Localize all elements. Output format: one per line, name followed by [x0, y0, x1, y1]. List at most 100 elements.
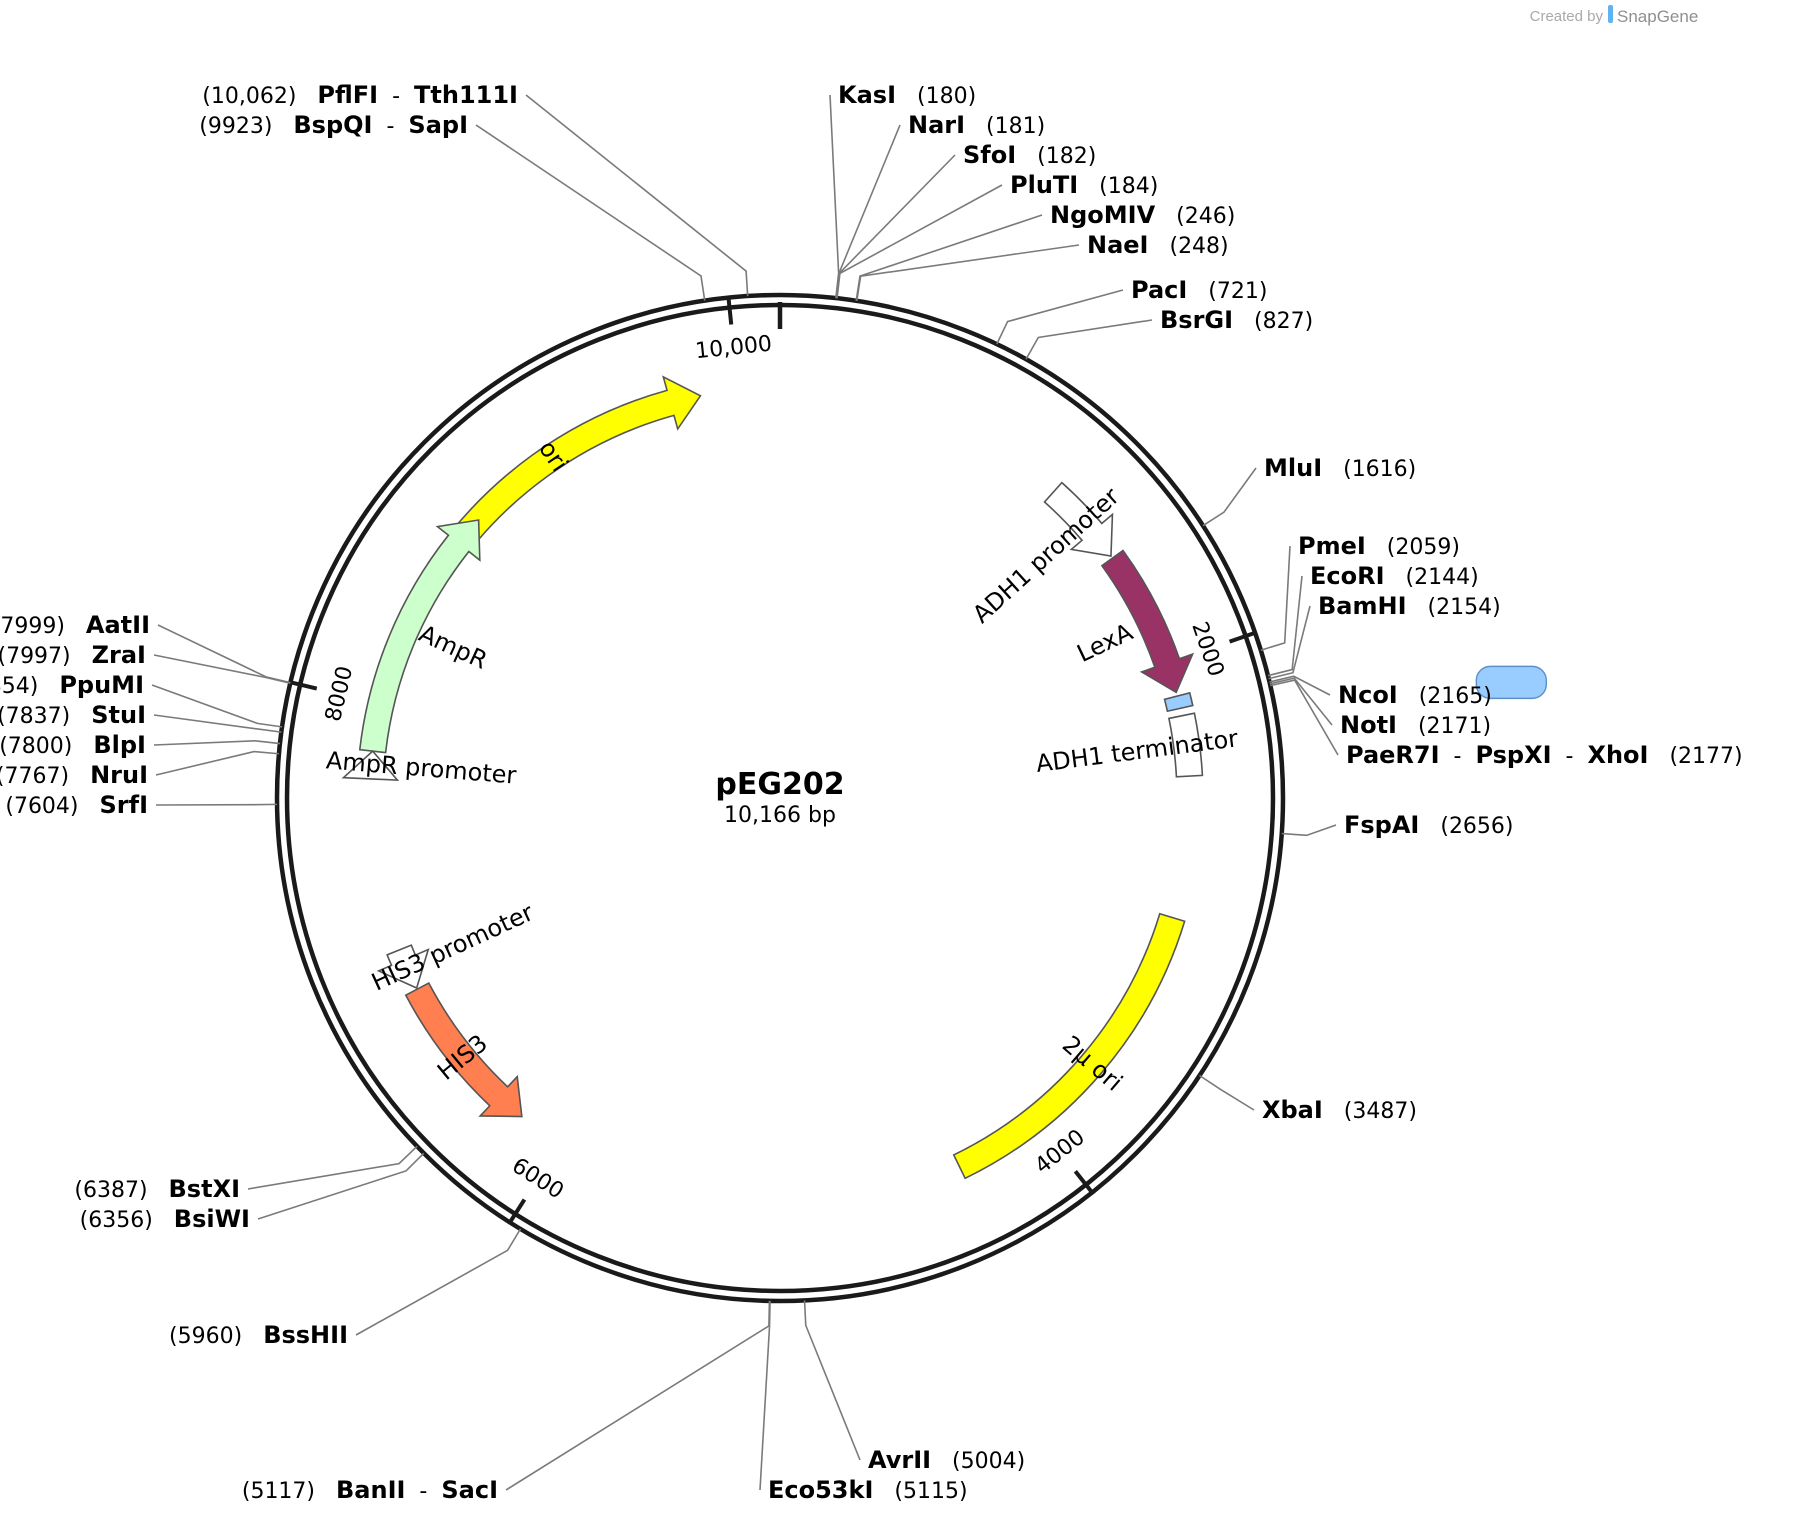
- site-label[interactable]: PacI (721): [1131, 276, 1267, 304]
- site-label[interactable]: NcoI (2165): [1338, 681, 1492, 709]
- site-leader-line: [836, 184, 1003, 299]
- site-label[interactable]: (7604) SrfI: [5, 791, 148, 819]
- site-zrai[interactable]: (7997) ZraI: [0, 641, 146, 669]
- site-bsshii[interactable]: (5960) BssHII: [169, 1321, 348, 1349]
- site-banii-saci[interactable]: (5117) BanII - SacI: [242, 1476, 498, 1504]
- ampr-promoter-label: AmpR promoter: [325, 746, 517, 789]
- feature-mcs: MCS: [1163, 665, 1548, 713]
- site-mlui[interactable]: MluI (1616): [1264, 454, 1416, 482]
- site-enzyme-name: NarI: [908, 111, 965, 139]
- site-label[interactable]: FspAI (2656): [1344, 811, 1514, 839]
- site-bsrgi[interactable]: BsrGI (827): [1160, 306, 1313, 334]
- site-leader-line: [829, 94, 840, 299]
- site-position: (2165): [1398, 684, 1492, 709]
- site-ecori[interactable]: EcoRI (2144): [1310, 562, 1479, 590]
- site-paer7i-pspxi-xhoi[interactable]: PaeR7I - PspXI - XhoI (2177): [1346, 741, 1743, 769]
- site-label[interactable]: NaeI (248): [1087, 231, 1229, 259]
- site-pflfi-tth111i[interactable]: (10,062) PflFI - Tth111I: [202, 81, 518, 109]
- site-eco53ki[interactable]: Eco53kI (5115): [768, 1476, 968, 1504]
- site-label[interactable]: EcoRI (2144): [1310, 562, 1479, 590]
- site-avrii[interactable]: AvrII (5004): [868, 1446, 1025, 1474]
- site-fspai[interactable]: FspAI (2656): [1344, 811, 1514, 839]
- site-enzyme-name: StuI: [91, 701, 146, 729]
- site-label[interactable]: (7767) NruI: [0, 761, 148, 789]
- site-label[interactable]: BamHI (2154): [1318, 592, 1501, 620]
- site-label[interactable]: (7999) AatII: [0, 611, 150, 639]
- site-label[interactable]: (7800) BlpI: [0, 731, 146, 759]
- site-aatii[interactable]: (7999) AatII: [0, 611, 150, 639]
- site-label[interactable]: SfoI (182): [963, 141, 1096, 169]
- feature-adh1-promoter: ADH1 promoter: [967, 481, 1125, 629]
- site-label[interactable]: (5117) BanII - SacI: [242, 1476, 498, 1504]
- site-label[interactable]: (7997) ZraI: [0, 641, 146, 669]
- site-paci[interactable]: PacI (721): [1131, 276, 1267, 304]
- site-label[interactable]: (7854) PpuMI: [0, 671, 144, 699]
- site-nari[interactable]: NarI (181): [908, 111, 1045, 139]
- site-label[interactable]: AvrII (5004): [868, 1446, 1025, 1474]
- site-label[interactable]: PaeR7I - PspXI - XhoI (2177): [1346, 741, 1743, 769]
- site-label[interactable]: NgoMIV (246): [1050, 201, 1235, 229]
- site-position: (5115): [873, 1479, 967, 1504]
- site-label[interactable]: Eco53kI (5115): [768, 1476, 968, 1504]
- site-leader-line: [153, 714, 282, 733]
- site-kasi[interactable]: KasI (180): [838, 81, 976, 109]
- site-position: (827): [1233, 309, 1313, 334]
- site-label[interactable]: MluI (1616): [1264, 454, 1416, 482]
- lexa-label: LexA: [1073, 618, 1138, 668]
- site-bspqi-sapi[interactable]: (9923) BspQI - SapI: [199, 111, 468, 139]
- site-ppumi[interactable]: (7854) PpuMI: [0, 671, 144, 699]
- site-leader-line: [151, 684, 283, 728]
- backbone-outer-strand: [274, 292, 1286, 1304]
- site-label[interactable]: (7837) StuI: [0, 701, 146, 729]
- site-xbai[interactable]: XbaI (3487): [1262, 1096, 1417, 1124]
- site-label[interactable]: XbaI (3487): [1262, 1096, 1417, 1124]
- site-noti[interactable]: NotI (2171): [1340, 711, 1491, 739]
- site-leader-line: [1269, 677, 1333, 726]
- site-pluti[interactable]: PluTI (184): [1010, 171, 1158, 199]
- site-ngomiv[interactable]: NgoMIV (246): [1050, 201, 1235, 229]
- site-label[interactable]: PluTI (184): [1010, 171, 1158, 199]
- site-leader-line: [475, 124, 706, 301]
- site-enzyme-name: KasI: [838, 81, 896, 109]
- site-leader-line: [856, 244, 1080, 302]
- site-bstxi[interactable]: (6387) BstXI: [74, 1175, 240, 1203]
- site-enzyme-name: BspQI: [293, 111, 372, 139]
- site-position: (180): [896, 84, 976, 109]
- site-label[interactable]: (10,062) PflFI - Tth111I: [202, 81, 518, 109]
- site-position: (5117): [242, 1479, 336, 1504]
- site-srfi[interactable]: (7604) SrfI: [5, 791, 148, 819]
- 2mu-ori-feature-shape: [952, 912, 1186, 1180]
- site-pmei[interactable]: PmeI (2059): [1298, 532, 1460, 560]
- lexa-feature-shape: [1100, 549, 1195, 694]
- site-enzyme-name: BanII: [336, 1476, 405, 1504]
- site-separator: -: [405, 1479, 441, 1504]
- site-bsiwi[interactable]: (6356) BsiWI: [80, 1205, 250, 1233]
- site-label[interactable]: NarI (181): [908, 111, 1045, 139]
- site-enzyme-name: SrfI: [100, 791, 149, 819]
- site-blpi[interactable]: (7800) BlpI: [0, 731, 146, 759]
- site-nrui[interactable]: (7767) NruI: [0, 761, 148, 789]
- site-ncoi[interactable]: NcoI (2165): [1338, 681, 1492, 709]
- site-position: (184): [1078, 174, 1158, 199]
- adh1-terminator-label: ADH1 terminator: [1034, 724, 1239, 778]
- site-position: (7800): [0, 734, 93, 759]
- site-position: (1616): [1322, 457, 1416, 482]
- site-position: (246): [1155, 204, 1235, 229]
- site-label[interactable]: (5960) BssHII: [169, 1321, 348, 1349]
- site-sfoi[interactable]: SfoI (182): [963, 141, 1096, 169]
- site-naei[interactable]: NaeI (248): [1087, 231, 1229, 259]
- site-label[interactable]: PmeI (2059): [1298, 532, 1460, 560]
- site-bamhi[interactable]: BamHI (2154): [1318, 592, 1501, 620]
- site-leader-line: [505, 1300, 771, 1491]
- site-label[interactable]: BsrGI (827): [1160, 306, 1313, 334]
- site-label[interactable]: (6356) BsiWI: [80, 1205, 250, 1233]
- site-enzyme-name: XbaI: [1262, 1096, 1323, 1124]
- site-label[interactable]: NotI (2171): [1340, 711, 1491, 739]
- site-label[interactable]: (6387) BstXI: [74, 1175, 240, 1203]
- site-position: (7854): [0, 674, 59, 699]
- site-label[interactable]: KasI (180): [838, 81, 976, 109]
- site-label[interactable]: (9923) BspQI - SapI: [199, 111, 468, 139]
- site-stui[interactable]: (7837) StuI: [0, 701, 146, 729]
